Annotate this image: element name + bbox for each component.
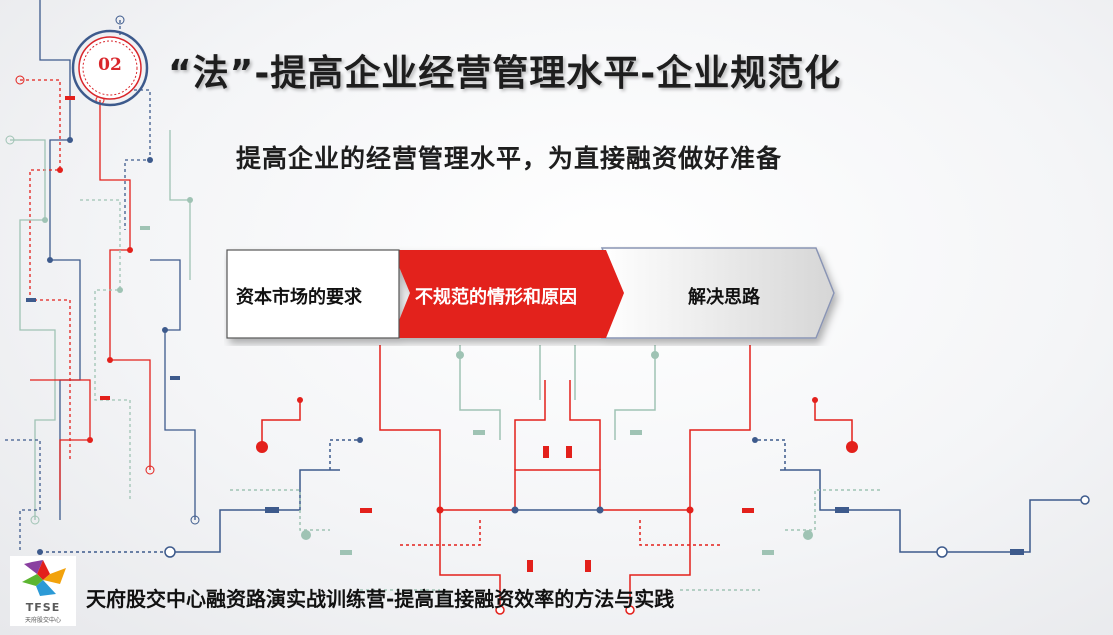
process-steps bbox=[226, 247, 835, 339]
section-number: 02 bbox=[98, 55, 122, 75]
page-subtitle: 提高企业的经营管理水平，为直接融资做好准备 bbox=[236, 144, 783, 173]
page-title: “法”-提高企业经营管理水平-企业规范化 bbox=[168, 53, 842, 94]
section-badge-icon bbox=[71, 29, 149, 107]
tfse-logo bbox=[10, 556, 76, 626]
tfse-logo-icon bbox=[22, 560, 66, 596]
step-box-2 bbox=[392, 250, 624, 338]
step-box-1 bbox=[226, 249, 400, 339]
step-label-2: 不规范的情形和原因 bbox=[415, 287, 577, 308]
step-label-1: 资本市场的要求 bbox=[236, 287, 362, 308]
logo-cn-text: 天府股交中心 bbox=[24, 617, 61, 624]
circuit-decoration-left bbox=[5, 0, 200, 550]
footer-text: 天府股交中心融资路演实战训练营-提高直接融资效率的方法与实践 bbox=[86, 587, 675, 611]
step-label-3: 解决思路 bbox=[688, 287, 760, 308]
logo-text: TFSE bbox=[25, 601, 61, 614]
